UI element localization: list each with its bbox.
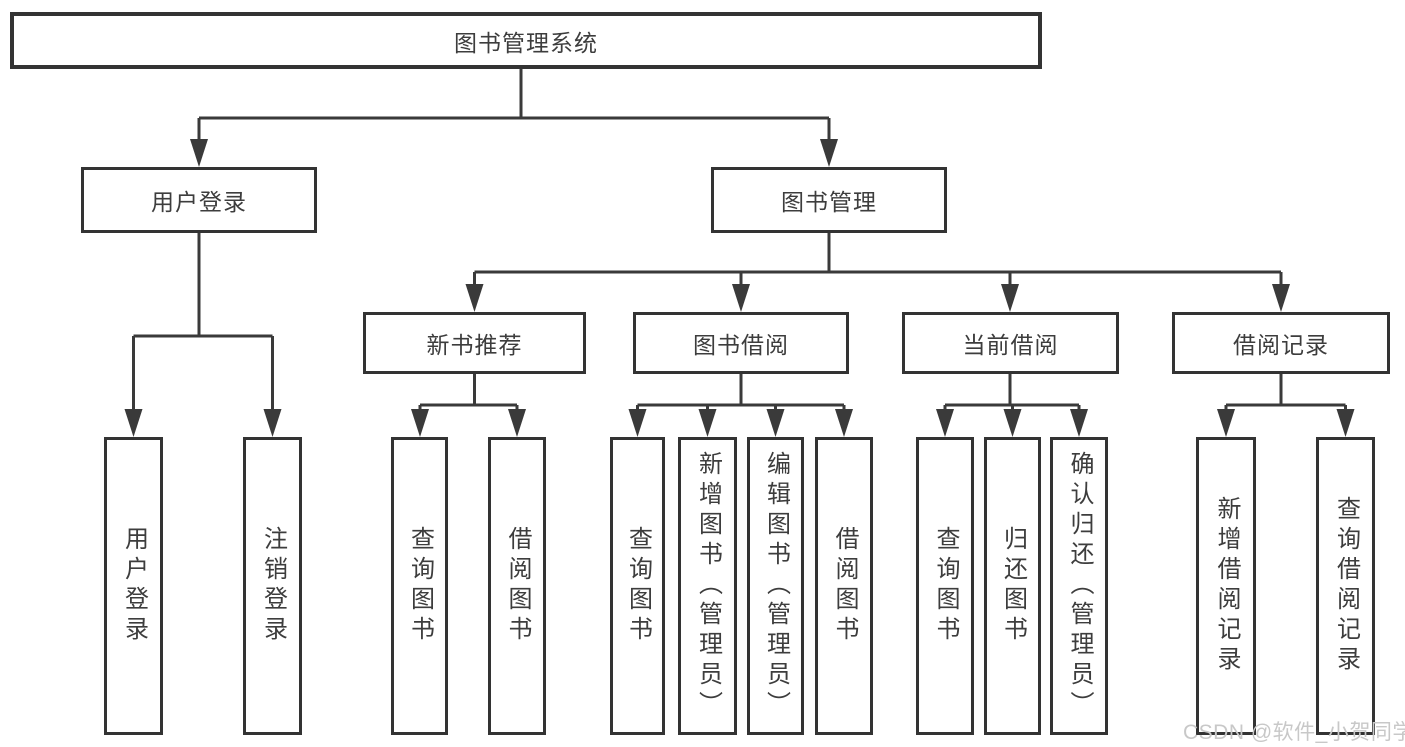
- node-current-borrow: 当前借阅: [902, 312, 1119, 374]
- arrowhead-down-icon: [1217, 409, 1235, 437]
- node-label-current-confirm: 确认归还（管理员）: [1066, 451, 1093, 721]
- node-root: 图书管理系统: [10, 12, 1042, 69]
- arrowhead-down-icon: [698, 409, 717, 437]
- arrowhead-down-icon: [628, 409, 647, 437]
- node-label-current-return: 归还图书: [999, 526, 1027, 646]
- arrowhead-down-icon: [124, 409, 143, 437]
- node-label-root: 图书管理系统: [454, 29, 598, 56]
- arrowhead-down-icon: [1003, 409, 1022, 437]
- arrowhead-down-icon: [263, 409, 282, 437]
- node-records-query: 查询借阅记录: [1316, 437, 1375, 735]
- arrowhead-down-icon: [766, 409, 785, 437]
- node-label-borrow-add: 新增图书（管理员）: [694, 451, 722, 721]
- node-book-borrow: 图书借阅: [633, 312, 849, 374]
- node-current-confirm: 确认归还（管理员）: [1050, 437, 1108, 735]
- node-label-borrow-borrow: 借阅图书: [831, 526, 858, 646]
- node-label-book-borrow: 图书借阅: [693, 332, 789, 358]
- node-label-new-book-rec: 新书推荐: [426, 332, 523, 358]
- node-records-add: 新增借阅记录: [1196, 437, 1256, 735]
- node-label-records-query: 查询借阅记录: [1332, 496, 1360, 676]
- node-login-user: 用户登录: [104, 437, 163, 735]
- node-label-book-mgmt: 图书管理: [781, 189, 877, 215]
- arrowhead-down-icon: [820, 139, 838, 167]
- node-borrow-records: 借阅记录: [1172, 312, 1390, 374]
- node-book-mgmt: 图书管理: [711, 167, 947, 233]
- arrowhead-down-icon: [1070, 409, 1088, 437]
- node-label-borrow-query: 查询图书: [624, 526, 652, 646]
- node-label-login-logout: 注销登录: [259, 526, 287, 646]
- arrowhead-down-icon: [190, 139, 208, 167]
- arrowhead-down-icon: [1336, 409, 1355, 437]
- arrowhead-down-icon: [732, 284, 750, 312]
- node-label-rec-borrow: 借阅图书: [504, 526, 531, 646]
- node-borrow-edit: 编辑图书（管理员）: [747, 437, 804, 735]
- node-rec-borrow: 借阅图书: [488, 437, 546, 735]
- node-label-current-borrow: 当前借阅: [962, 332, 1059, 358]
- node-label-borrow-records: 借阅记录: [1233, 332, 1329, 358]
- arrowhead-down-icon: [411, 409, 429, 437]
- node-borrow-query: 查询图书: [610, 437, 665, 735]
- watermark: CSDN @软件_小贺同学: [1183, 721, 1405, 744]
- arrowhead-down-icon: [936, 409, 954, 437]
- arrowhead-down-icon: [508, 409, 526, 437]
- arrowhead-down-icon: [1001, 284, 1019, 312]
- node-borrow-borrow: 借阅图书: [815, 437, 873, 735]
- node-label-current-query: 查询图书: [932, 526, 959, 646]
- node-borrow-add: 新增图书（管理员）: [678, 437, 737, 735]
- node-login-logout: 注销登录: [243, 437, 302, 735]
- arrowhead-down-icon: [465, 284, 484, 312]
- node-new-book-rec: 新书推荐: [363, 312, 586, 374]
- node-rec-query: 查询图书: [391, 437, 448, 735]
- arrowhead-down-icon: [1272, 284, 1290, 312]
- node-current-query: 查询图书: [916, 437, 974, 735]
- node-user-login: 用户登录: [81, 167, 317, 233]
- arrowhead-down-icon: [835, 409, 853, 437]
- node-label-borrow-edit: 编辑图书（管理员）: [762, 451, 790, 721]
- node-current-return: 归还图书: [984, 437, 1041, 735]
- node-label-rec-query: 查询图书: [406, 526, 434, 646]
- node-label-records-add: 新增借阅记录: [1213, 496, 1240, 676]
- node-label-login-user: 用户登录: [120, 526, 148, 646]
- node-label-user-login: 用户登录: [151, 189, 247, 215]
